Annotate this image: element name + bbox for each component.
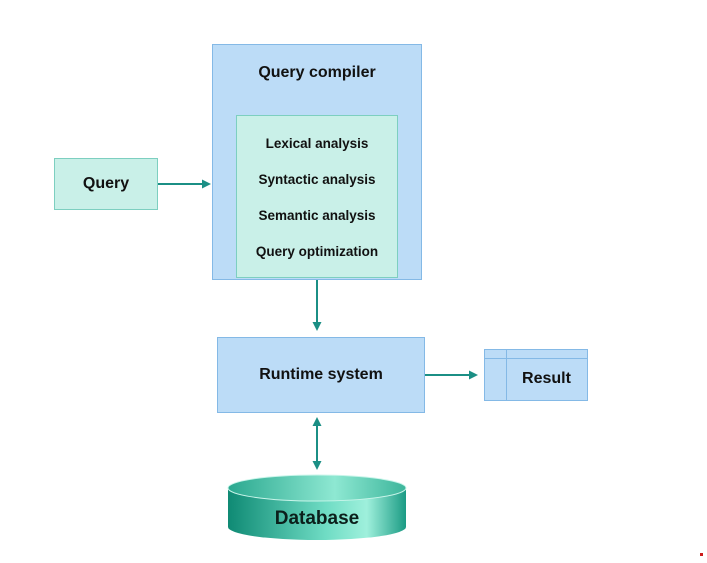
arrow-runtime-to-result [425,370,478,380]
database-label: Database [274,508,360,529]
query-box: Query [54,158,158,210]
result-box: Result [484,349,588,401]
step-query-optimization: Query optimization [255,244,379,259]
runtime-system-box: Runtime system [217,337,425,413]
compiler-steps-box: Lexical analysis Syntactic analysis Sema… [236,115,398,278]
step-lexical-analysis: Lexical analysis [265,136,369,151]
result-label: Result [522,370,571,387]
database-cylinder [227,474,407,540]
result-header-line [485,358,587,359]
query-compiler-title: Query compiler [258,64,376,81]
step-syntactic-analysis: Syntactic analysis [258,172,376,187]
arrow-runtime-database [312,417,322,470]
runtime-system-label: Runtime system [259,366,383,383]
arrow-query-to-compiler [158,179,211,189]
corner-mark [700,553,703,556]
step-semantic-analysis: Semantic analysis [258,208,376,223]
query-label: Query [82,175,130,192]
result-divider-line [506,350,507,400]
arrow-compiler-to-runtime [312,280,322,331]
